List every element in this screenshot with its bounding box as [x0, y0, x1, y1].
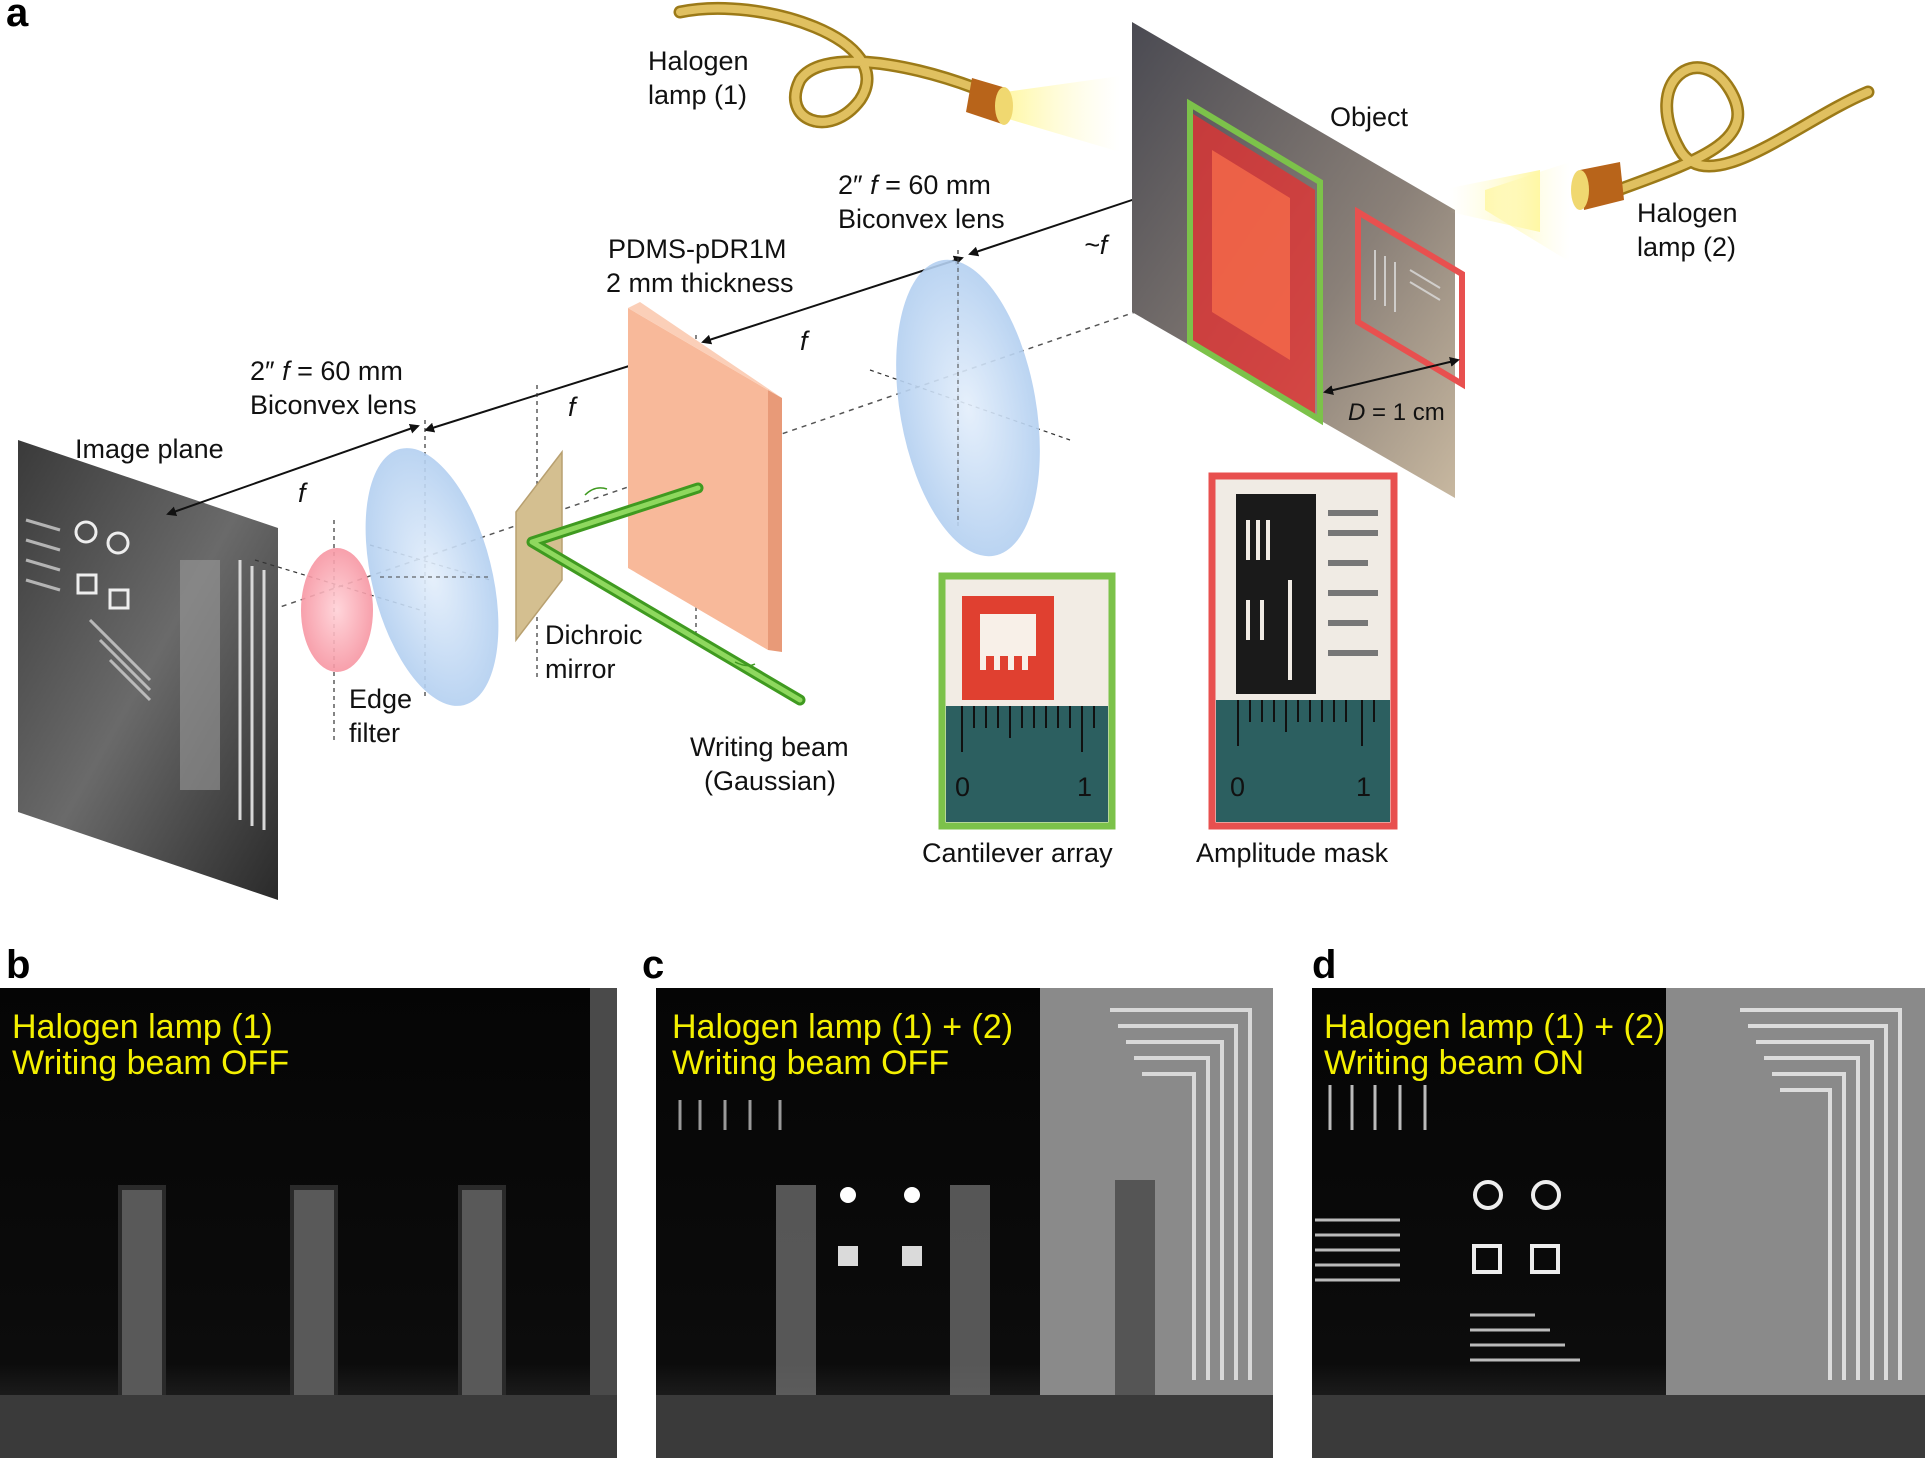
cantilever-ruler-0: 0 [955, 772, 970, 802]
object-red-frame [1355, 206, 1465, 390]
object-green-frame [1187, 98, 1323, 426]
micrograph-d-line2: Writing beam ON [1324, 1044, 1584, 1082]
biconvex-lens-right [896, 259, 1040, 557]
lens-left-name: Biconvex lens [250, 390, 417, 420]
panel-b-label: b [6, 943, 30, 987]
writing-beam [526, 482, 806, 706]
approx-f-label: ~f [1084, 230, 1110, 260]
object-photo [1132, 22, 1465, 498]
f-label-image-lens: f [298, 478, 308, 508]
lens-right-name: Biconvex lens [838, 204, 1005, 234]
mask-ruler-ticks [1237, 700, 1375, 746]
amplitude-mask-label: Amplitude mask [1196, 838, 1389, 868]
panel-d-label: d [1312, 943, 1336, 987]
dimension-arrow-image-to-lens [166, 423, 420, 517]
micrograph-c-line2: Writing beam OFF [672, 1044, 949, 1082]
f-label-lens-pdms: f [568, 392, 578, 422]
micrograph-d-line1: Halogen lamp (1) + (2) [1324, 1008, 1665, 1046]
amplitude-mask-inset: 0 1 [1208, 472, 1398, 830]
halogen-lamp-1 [673, 1, 1120, 152]
mask-ruler-0: 0 [1230, 772, 1245, 802]
micrograph-c: Halogen lamp (1) + (2) Writing beam OFF [656, 988, 1273, 1458]
panel-a-label: a [6, 0, 29, 35]
cantilever-array-inset: 0 1 [938, 572, 1116, 830]
micrograph-b: Halogen lamp (1) Writing beam OFF [0, 988, 617, 1458]
micrograph-d: Halogen lamp (1) + (2) Writing beam ON [1312, 988, 1925, 1458]
micrograph-b-line2: Writing beam OFF [12, 1044, 289, 1082]
biconvex-lens-left [365, 448, 499, 706]
halogen-lamp-2 [1450, 61, 1875, 262]
dimension-arrow-pdms-to-lens [701, 255, 964, 345]
pdms-plate [628, 302, 782, 652]
micrograph-c-line1: Halogen lamp (1) + (2) [672, 1008, 1013, 1046]
f-label-pdms-lens: f [800, 326, 810, 356]
object-label: Object [1330, 102, 1409, 132]
micrograph-b-line1: Halogen lamp (1) [12, 1008, 273, 1046]
cantilever-ruler-ticks [961, 706, 1095, 752]
lens-right-spec: 2″ f = 60 mm [838, 170, 991, 200]
distance-arrow [1323, 357, 1460, 395]
writing-beam-label: Writing beam(Gaussian) [690, 732, 849, 796]
cantilever-array-label: Cantilever array [922, 838, 1113, 868]
image-plane [18, 440, 278, 900]
mask-ruler-1: 1 [1356, 772, 1371, 802]
image-plane-label: Image plane [75, 434, 224, 464]
cantilever-ruler-1: 1 [1077, 772, 1092, 802]
edge-filter [301, 548, 373, 672]
distance-label: D = 1 cm [1348, 399, 1445, 426]
lens-left-spec: 2″ f = 60 mm [250, 356, 403, 386]
panel-c-label: c [642, 943, 664, 987]
